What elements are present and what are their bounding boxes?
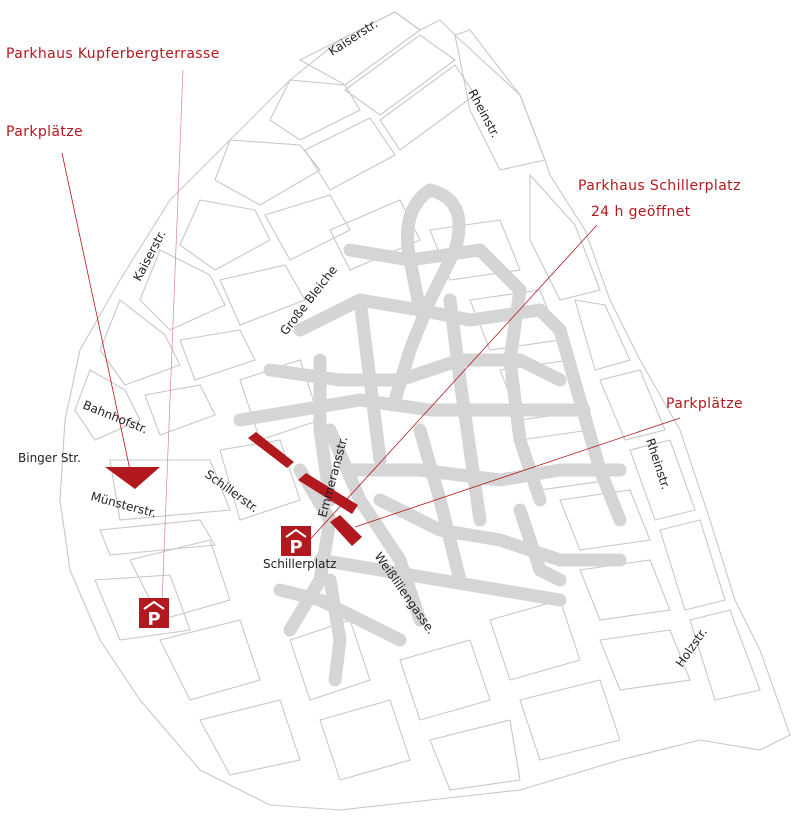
parking-area-binger-str [105, 467, 160, 489]
callout-schillerplatz-garage: Parkhaus Schillerplatz [578, 178, 741, 194]
callout-kupferberg: Parkhaus Kupferbergterrasse [6, 46, 220, 62]
leader-parkplaetze-left [61, 152, 131, 471]
parking-area-strip-south [330, 515, 362, 546]
street-label-muensterstr: Münsterstr. [89, 489, 158, 520]
leader-kupferberg [161, 69, 184, 604]
parking-icon-schillerplatz[interactable]: P [281, 526, 311, 558]
leader-lines [61, 69, 681, 604]
street-label-kaiserstr-top: Kaiserstr. [326, 17, 380, 59]
street-label-schillerstr: Schillerstr. [202, 467, 261, 515]
leader-schillerplatz [304, 224, 598, 546]
pedestrian-zone [233, 183, 627, 687]
place-label-schillerplatz: Schillerplatz [263, 557, 336, 571]
parking-icon-letter: P [289, 537, 302, 558]
parking-icon-kupferberg[interactable]: P [139, 598, 169, 630]
street-label-rheinstr-top: Rheinstr. [465, 87, 502, 140]
callout-schillerplatz-hours: 24 h geöffnet [591, 204, 691, 220]
callout-parkplaetze-right: Parkplätze [666, 396, 743, 412]
street-label-rheinstr-right: Rheinstr. [643, 437, 673, 492]
street-label-binger-str: Binger Str. [18, 451, 81, 465]
leader-parkplaetze-right [354, 417, 681, 528]
callout-parkplaetze-left: Parkplätze [6, 124, 83, 140]
street-label-holzstr: Holzstr. [673, 625, 710, 670]
parking-area-strip-north [248, 432, 294, 468]
parking-icon-letter: P [147, 609, 160, 630]
